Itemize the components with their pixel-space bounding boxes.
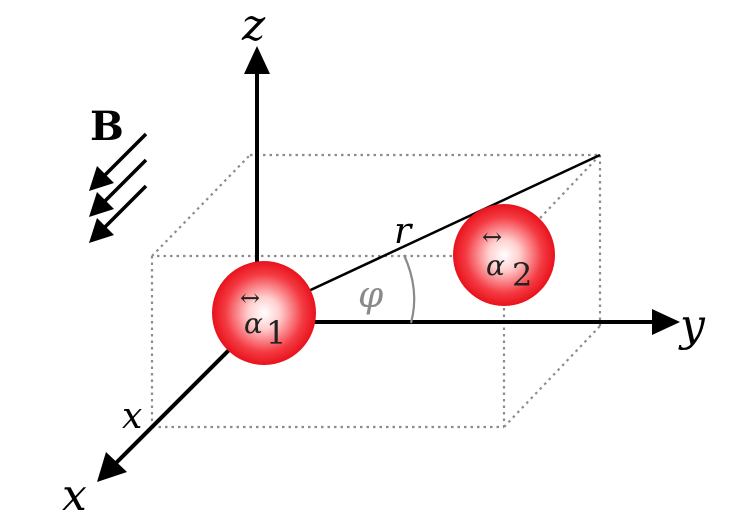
separation-line-r (256, 153, 601, 317)
particle-1-sphere (212, 261, 316, 365)
magnetic-field-arrows (89, 132, 148, 243)
particle-2-sphere (453, 204, 555, 306)
separation-label-r: r (394, 211, 413, 252)
particle-1-index: 1 (266, 314, 286, 352)
angle-arc-phi (402, 254, 416, 324)
y-axis-label: y (678, 300, 706, 351)
x-axis-arrowhead (97, 452, 127, 482)
x-coordinate-label: x (122, 396, 142, 437)
particle-2-index: 2 (512, 256, 532, 294)
particle-1-tensor-arrow: ↔ (240, 284, 260, 312)
particle-1-alpha: α (244, 307, 263, 340)
field-label-B: B (90, 103, 124, 150)
angle-label-phi: φ (358, 275, 384, 316)
z-axis-arrowhead (244, 46, 270, 74)
x-axis-label: x (62, 470, 87, 521)
z-axis-label: z (241, 0, 266, 51)
particle-2-tensor-arrow: ↔ (482, 223, 502, 251)
coordinate-axes (97, 46, 680, 482)
particle-2-alpha: α (486, 249, 505, 282)
y-axis-arrowhead (652, 309, 680, 335)
